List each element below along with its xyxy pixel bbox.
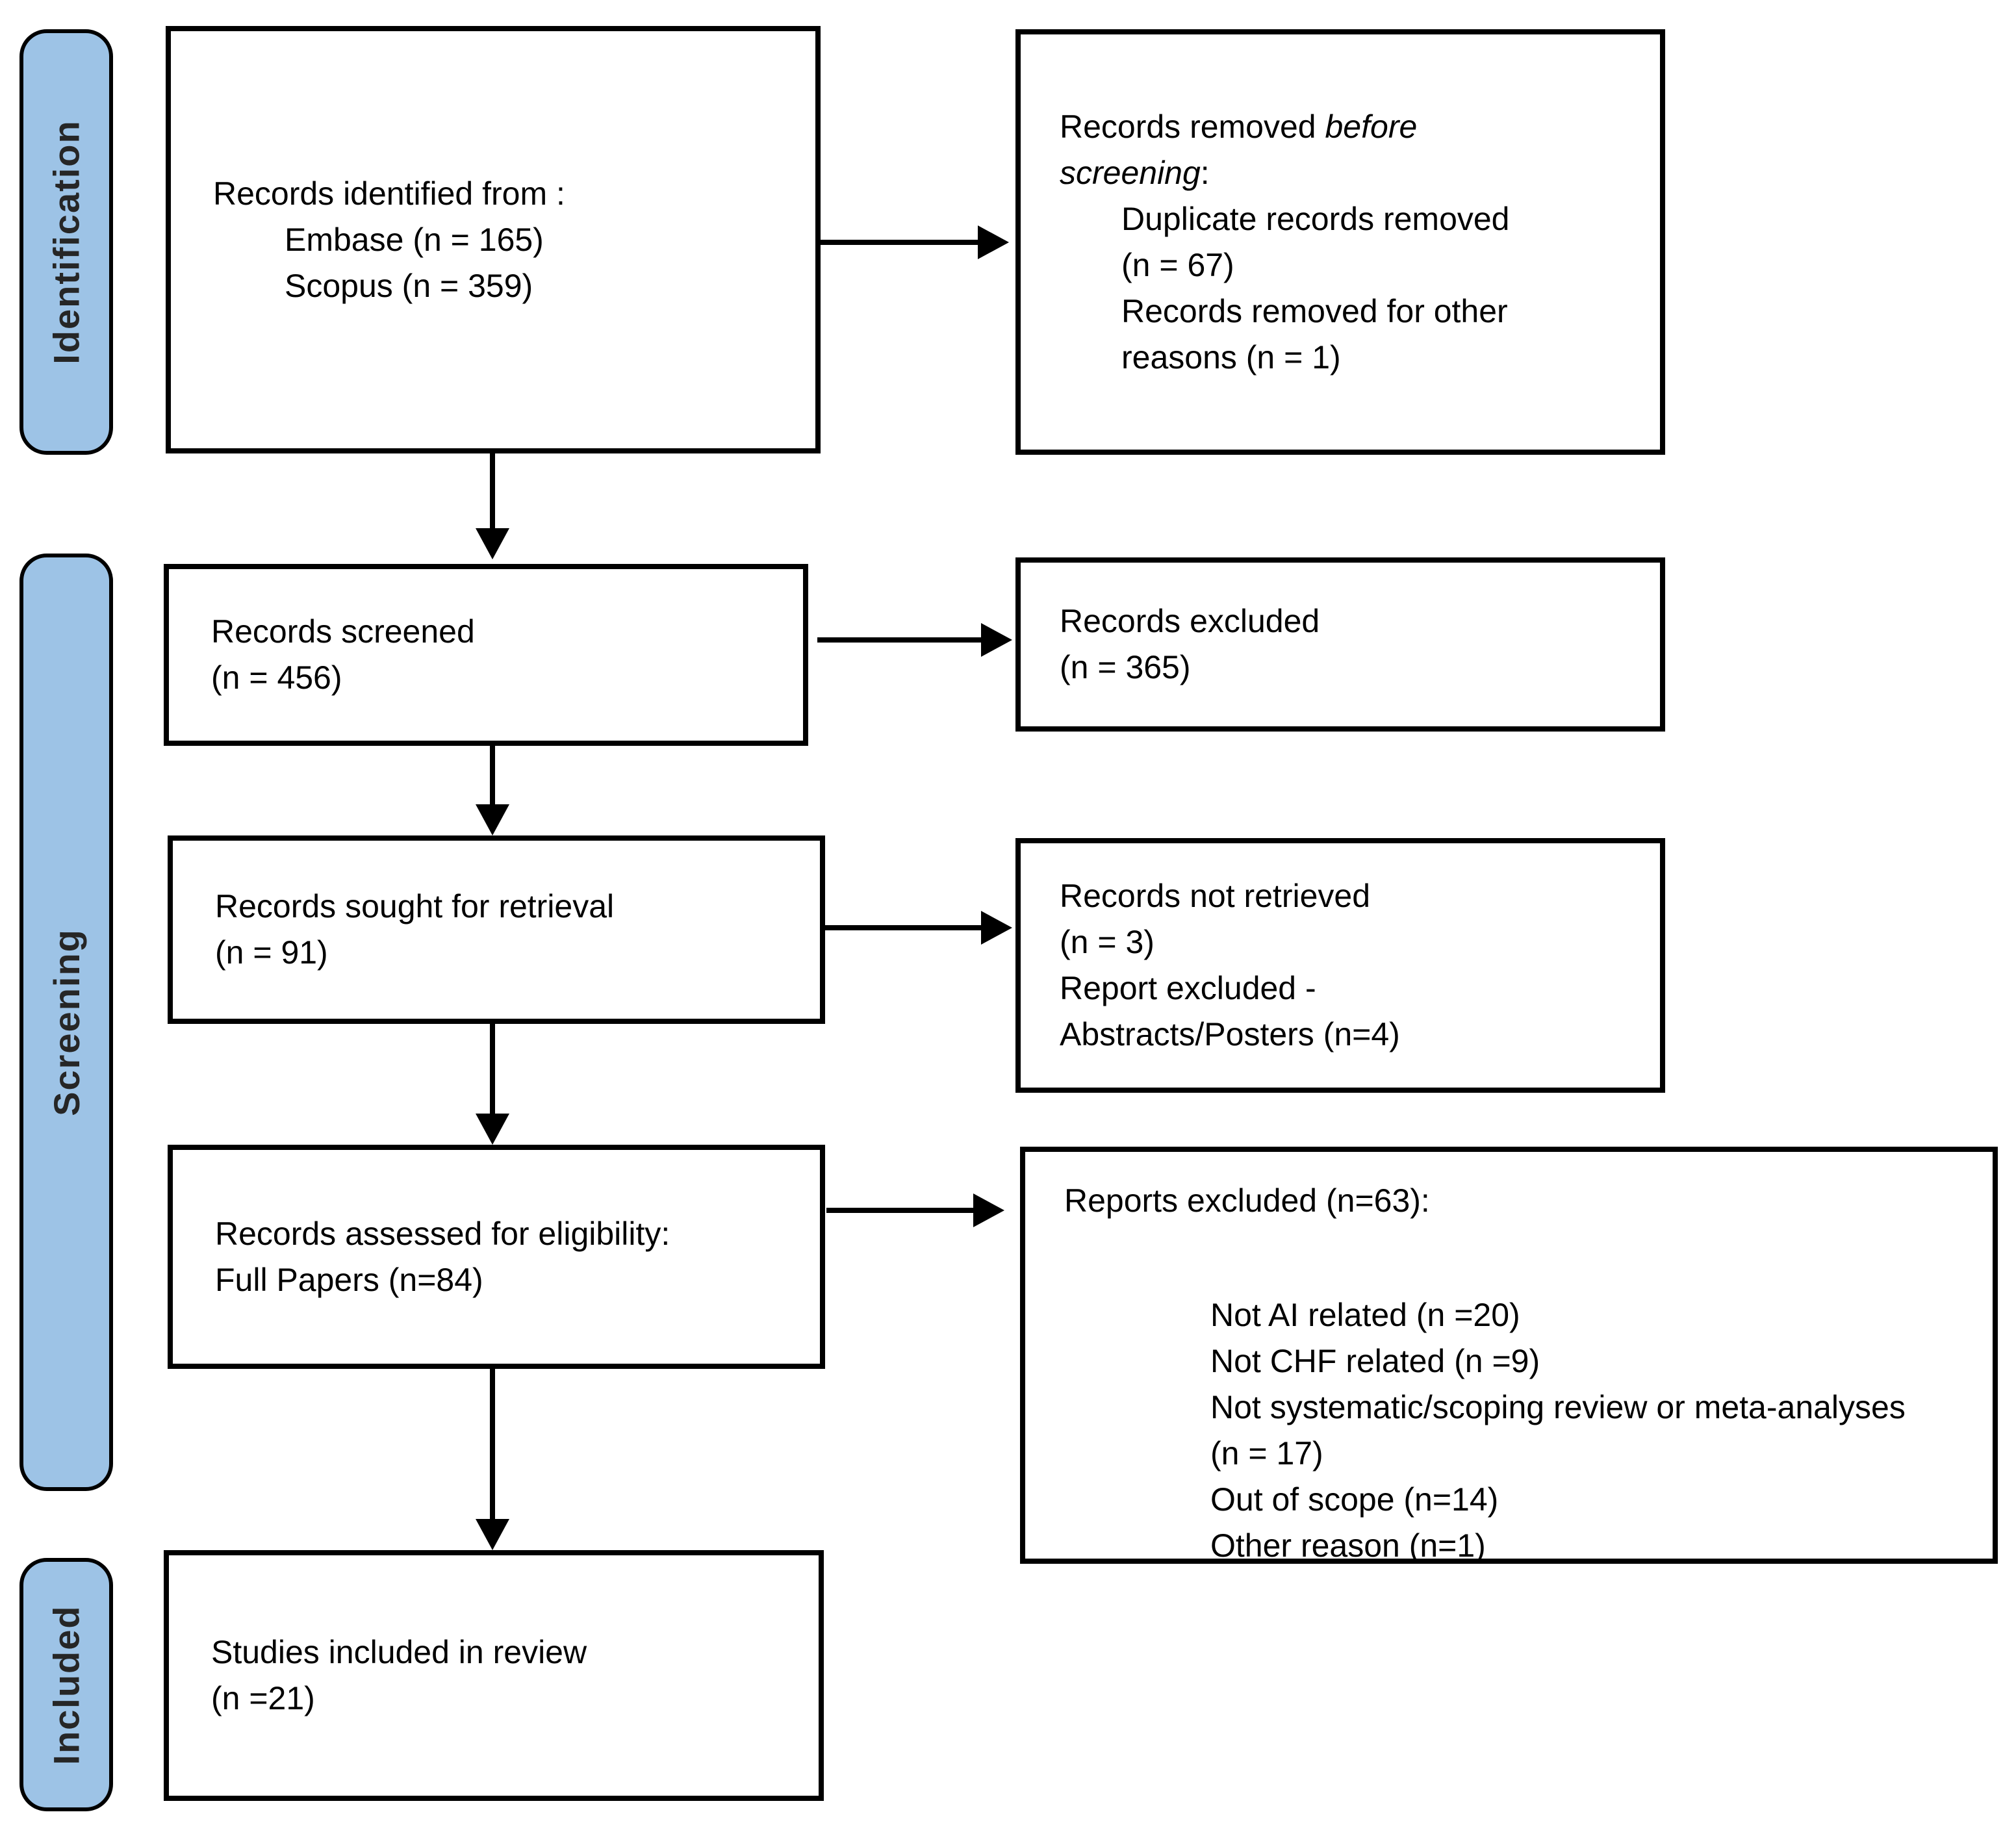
box-text-line: Records sought for retrieval [215, 888, 615, 924]
arrow-line [821, 240, 980, 245]
arrow-head-down [476, 1114, 509, 1145]
box-records-sought: Records sought for retrieval (n = 91) [168, 835, 825, 1024]
box-text-line: (n = 67) [1121, 246, 1234, 283]
box-text-line: Duplicate records removed [1121, 200, 1510, 237]
box-text-line: Studies included in review [211, 1634, 587, 1670]
box-text-line: (n = 456) [211, 659, 342, 696]
box-records-excluded: Records excluded (n = 365) [1015, 557, 1665, 732]
stage-label-included: Included [45, 1604, 87, 1765]
arrow-head-right [981, 911, 1012, 945]
box-records-identified: Records identified from : Embase (n = 16… [166, 26, 821, 453]
stage-pill-screening: Screening [19, 554, 113, 1491]
box-text-line: (n = 91) [215, 934, 328, 971]
arrow-line [826, 1208, 973, 1213]
arrow-head-right [973, 1193, 1004, 1227]
stage-pill-identification: Identification [19, 29, 113, 455]
box-text-segment: Records removed [1060, 108, 1325, 145]
stage-label-screening: Screening [45, 928, 87, 1116]
box-records-removed-before-screening: Records removed before screening: Duplic… [1015, 29, 1665, 455]
box-text-line: Records excluded [1060, 603, 1320, 639]
arrow-line [490, 1369, 495, 1520]
box-text-line: (n = 3) [1060, 924, 1155, 960]
box-text-line: Records not retrieved [1060, 878, 1371, 914]
box-text-line: Scopus (n = 359) [285, 267, 533, 304]
box-text-segment: : [1200, 154, 1210, 191]
arrow-line [825, 925, 981, 930]
box-records-assessed: Records assessed for eligibility: Full P… [168, 1145, 825, 1369]
box-text-line: Full Papers (n=84) [215, 1261, 483, 1298]
arrow-line [817, 637, 981, 643]
arrow-head-down [476, 528, 509, 559]
box-text-line: Out of scope (n=14) [1210, 1481, 1499, 1518]
box-text-line: Records removed before [1060, 104, 1660, 150]
arrow-head-down [476, 804, 509, 835]
box-studies-included: Studies included in review (n =21) [164, 1550, 824, 1801]
box-text-line: Not CHF related (n =9) [1210, 1343, 1540, 1379]
box-text-line: reasons (n = 1) [1121, 338, 1341, 376]
box-text-line: screening: [1060, 150, 1660, 196]
box-records-screened: Records screened (n = 456) [164, 564, 808, 746]
box-text-line: Report excluded - [1060, 970, 1316, 1006]
box-text-line: Not AI related (n =20) [1210, 1297, 1520, 1333]
stage-label-identification: Identification [45, 120, 87, 364]
box-text-line: Records assessed for eligibility: [215, 1215, 670, 1252]
box-text-line: (n =21) [211, 1680, 315, 1716]
box-text-italic: screening [1060, 154, 1201, 191]
arrow-line [490, 453, 495, 529]
arrow-head-right [981, 623, 1012, 657]
box-text-line: (n = 365) [1060, 649, 1191, 685]
arrow-line [490, 746, 495, 806]
box-text-line: Reports excluded (n=63): [1064, 1182, 1430, 1219]
box-text-line: Records screened [211, 613, 475, 650]
box-text-line: Abstracts/Posters (n=4) [1060, 1016, 1400, 1052]
arrow-head-down [476, 1519, 509, 1550]
arrow-head-right [978, 225, 1009, 259]
box-text-line: Embase (n = 165) [285, 221, 544, 258]
box-text-line: Records removed for other [1121, 292, 1508, 329]
arrow-line [490, 1024, 495, 1115]
box-text-line: Other reason (n=1) [1210, 1527, 1486, 1564]
box-text-line: Records identified from : [213, 175, 565, 212]
box-text-line: (n = 17) [1210, 1435, 1323, 1472]
stage-pill-included: Included [19, 1558, 113, 1811]
box-text-line: Not systematic/scoping review or meta-an… [1210, 1389, 1906, 1425]
box-reports-excluded: Reports excluded (n=63): Not AI related … [1020, 1147, 1998, 1564]
box-records-not-retrieved: Records not retrieved (n = 3) Report exc… [1015, 838, 1665, 1093]
box-text-italic: before [1325, 108, 1418, 145]
